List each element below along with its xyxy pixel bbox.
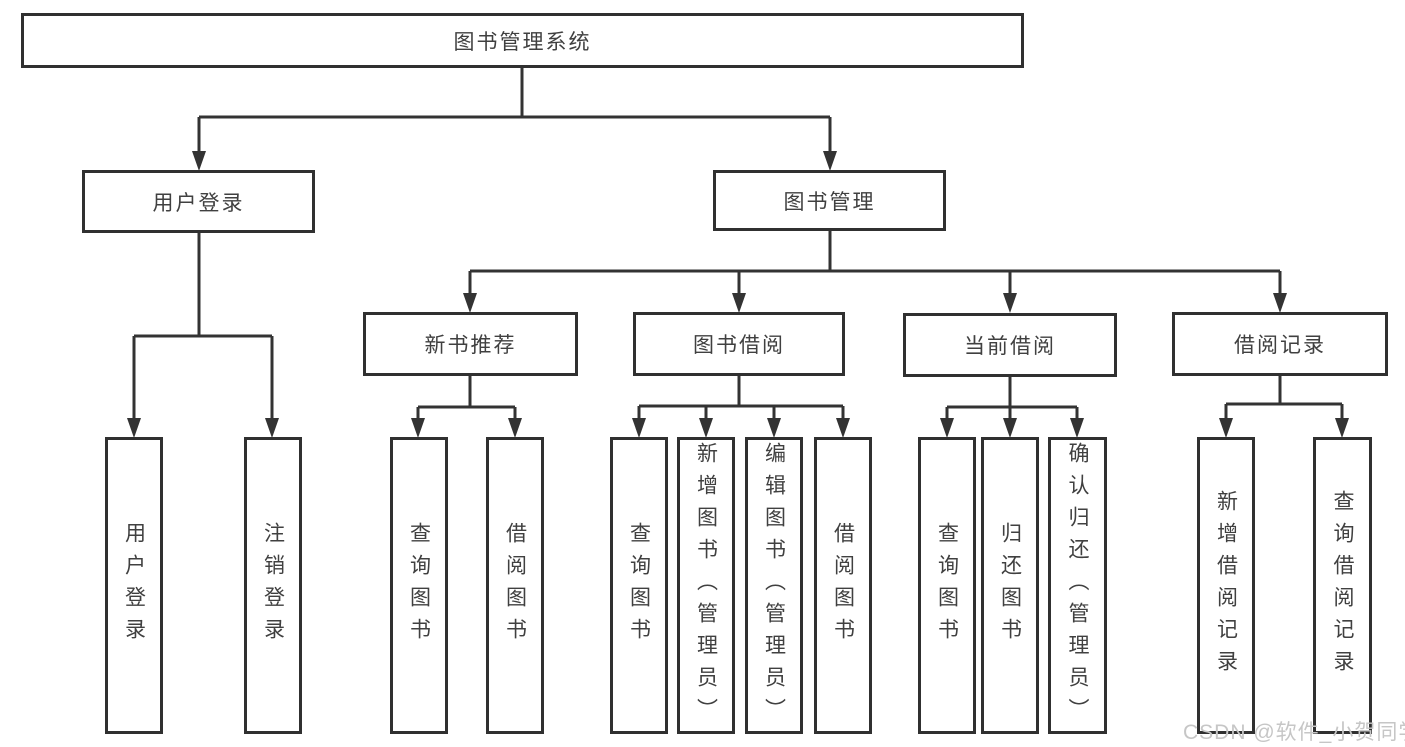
leaf-confirm-return-admin-label: 确认归还（管理员） <box>1066 441 1089 730</box>
leaf-query-books-borrowing-label: 查询图书 <box>627 521 651 650</box>
leaf-user-login: 用户登录 <box>105 437 163 734</box>
leaf-return-books: 归还图书 <box>981 437 1039 734</box>
arrowheads <box>127 151 1349 438</box>
leaf-confirm-return-admin: 确认归还（管理员） <box>1048 437 1107 734</box>
node-new-book-recommend: 新书推荐 <box>363 312 578 376</box>
node-root-label: 图书管理系统 <box>453 30 592 54</box>
connector-lines <box>132 68 1344 433</box>
leaf-logout-label: 注销登录 <box>261 521 285 650</box>
leaf-edit-books-admin: 编辑图书（管理员） <box>745 437 803 734</box>
leaf-add-books-admin: 新增图书（管理员） <box>677 437 735 734</box>
leaf-query-books-current: 查询图书 <box>918 437 976 734</box>
node-book-borrowing-label: 图书借阅 <box>693 334 785 357</box>
leaf-query-books-recommend-label: 查询图书 <box>407 521 431 650</box>
node-book-management: 图书管理 <box>713 170 946 231</box>
leaf-return-books-label: 归还图书 <box>998 521 1022 650</box>
leaf-query-books-current-label: 查询图书 <box>935 521 959 650</box>
node-user-login-label: 用户登录 <box>152 191 245 215</box>
leaf-query-books-borrowing: 查询图书 <box>610 437 668 734</box>
node-borrowing-records: 借阅记录 <box>1172 312 1388 376</box>
node-root: 图书管理系统 <box>21 13 1024 68</box>
leaf-query-books-recommend: 查询图书 <box>390 437 448 734</box>
leaf-borrow-books-borrowing: 借阅图书 <box>814 437 872 734</box>
node-new-book-recommend-label: 新书推荐 <box>424 334 517 357</box>
node-book-management-label: 图书管理 <box>783 190 876 214</box>
node-current-borrowing: 当前借阅 <box>903 313 1117 377</box>
leaf-add-borrow-record: 新增借阅记录 <box>1197 437 1255 734</box>
node-book-borrowing: 图书借阅 <box>633 312 845 376</box>
leaf-borrow-books-recommend: 借阅图书 <box>486 437 544 734</box>
leaf-borrow-books-recommend-label: 借阅图书 <box>503 521 527 650</box>
leaf-borrow-books-borrowing-label: 借阅图书 <box>831 521 855 650</box>
leaf-logout: 注销登录 <box>244 437 302 734</box>
leaf-query-borrow-record-label: 查询借阅记录 <box>1331 489 1354 682</box>
node-current-borrowing-label: 当前借阅 <box>964 335 1056 358</box>
watermark: CSDN @软件_小贺同学 <box>1183 721 1405 744</box>
leaf-add-books-admin-label: 新增图书（管理员） <box>694 441 718 730</box>
leaf-edit-books-admin-label: 编辑图书（管理员） <box>762 441 786 730</box>
node-user-login: 用户登录 <box>82 170 315 233</box>
leaf-query-borrow-record: 查询借阅记录 <box>1313 437 1372 734</box>
node-borrowing-records-label: 借阅记录 <box>1234 334 1326 357</box>
leaf-user-login-label: 用户登录 <box>122 521 146 650</box>
leaf-add-borrow-record-label: 新增借阅记录 <box>1214 489 1238 682</box>
